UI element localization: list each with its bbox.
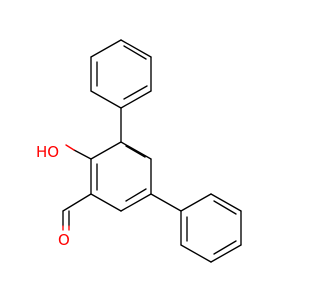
carbonyl-oxygen-label: O [58,231,70,249]
aldehyde-group: O [58,193,92,249]
central-phenol-ring [90,107,152,212]
structure-canvas: HO O [36,39,242,263]
top-phenyl-ring [90,39,152,109]
hydroxyl-label: HO [36,143,59,161]
molecule-diagram: HO O [36,39,242,263]
hydroxyl-group: HO [36,143,92,161]
bottom-phenyl-ring [150,193,242,263]
